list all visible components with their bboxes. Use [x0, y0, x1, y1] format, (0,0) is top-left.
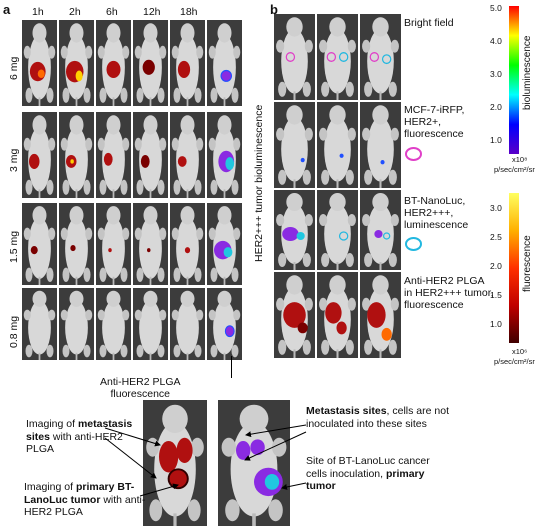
mouse-image: [22, 20, 57, 106]
mouse-image: [317, 190, 358, 270]
mouse-image: [207, 20, 242, 106]
timepoint-label: 2h: [69, 6, 81, 18]
mouse-image: [170, 203, 205, 285]
metastasis-example-image-right: [218, 400, 290, 526]
mouse-image: [96, 20, 131, 106]
mouse-image: [22, 288, 57, 360]
mouse-image: [59, 20, 94, 106]
mouse-image: [207, 203, 242, 285]
colorbar-tick-label: 1.0: [490, 319, 502, 329]
mouse-image: [59, 112, 94, 198]
mouse-image: [360, 272, 401, 358]
mouse-image: [317, 14, 358, 100]
bioluminescence-exponent: x10⁸: [512, 155, 528, 164]
mouse-image: [317, 102, 358, 188]
mouse-image: [274, 272, 315, 358]
row-label-mcf7: MCF-7-iRFP, HER2+, fluorescence: [404, 104, 465, 140]
mouse-image: [317, 272, 358, 358]
timepoint-label: 1h: [32, 6, 44, 18]
annotation-bold-text: Metastasis sites: [306, 405, 387, 417]
bioluminescence-colorbar-title: bioluminescence: [522, 35, 533, 111]
timepoint-label: 18h: [180, 6, 198, 18]
annotation-bold-text: primary BT-LanoLuc tumor: [24, 481, 135, 506]
row-label-bright-field: Bright field: [404, 17, 454, 29]
fluorescence-colorbar-title: fluorescence: [522, 235, 533, 292]
mouse-image: [22, 203, 57, 285]
row-label-anti-her2-plga: Anti-HER2 PLGA in HER2+++ tumor, fluores…: [404, 275, 494, 311]
panel-a-letter: a: [3, 2, 11, 17]
annotation-primary-imaging: Imaging of primary BT-LanoLuc tumor with…: [24, 481, 149, 519]
row-label-bt-nanoluc: BT-NanoLuc, HER2+++, luminescence: [404, 195, 469, 231]
mouse-image: [22, 112, 57, 198]
timepoint-label: 6h: [106, 6, 118, 18]
bioluminescence-unit: p/sec/cm²/sr: [494, 165, 535, 174]
annotation-metastasis-imaging: Imaging of metastasis sites with anti-HE…: [26, 418, 146, 456]
mouse-image: [274, 102, 315, 188]
bioluminescence-colorbar: [509, 6, 519, 154]
dose-label: 1.5 mg: [8, 230, 20, 263]
annotation-text: , cells are not inoculated into these si…: [306, 405, 449, 430]
colorbar-tick-label: 3.0: [490, 203, 502, 213]
colorbar-tick-label: 2.0: [490, 102, 502, 112]
dose-label: 3 mg: [8, 148, 20, 172]
panel-b-letter: b: [270, 2, 278, 17]
label-pointer-line: [231, 356, 232, 378]
mouse-image: [96, 288, 131, 360]
mouse-image: [170, 20, 205, 106]
colorbar-tick-label: 2.0: [490, 261, 502, 271]
mouse-image: [59, 288, 94, 360]
mouse-image: [207, 112, 242, 198]
mouse-image: [170, 112, 205, 198]
annotation-metastasis-sites: Metastasis sites, cells are not inoculat…: [306, 405, 456, 430]
mouse-image: [133, 288, 168, 360]
annotation-text: Site of BT-LanoLuc cancer cells inoculat…: [306, 455, 430, 480]
colorbar-tick-label: 1.5: [490, 290, 502, 300]
mouse-image: [207, 288, 242, 360]
annotation-text: with anti-HER2 PLGA: [24, 493, 146, 519]
mouse-image: [96, 203, 131, 285]
mouse-image: [360, 14, 401, 100]
mouse-image: [133, 203, 168, 285]
annotation-inoculation-site: Site of BT-LanoLuc cancer cells inoculat…: [306, 455, 441, 493]
annotation-text: Imaging of: [24, 481, 76, 493]
mouse-image: [96, 112, 131, 198]
magenta-circle-legend-icon: [405, 147, 422, 161]
mouse-image: [170, 288, 205, 360]
anti-her2-plga-fluorescence-label: Anti-HER2 PLGA fluorescence: [100, 376, 181, 400]
annotation-bold-text: metastasis sites: [26, 418, 133, 443]
fluorescence-unit: p/sec/cm²/sr: [494, 357, 535, 366]
cyan-circle-legend-icon: [405, 237, 422, 251]
mouse-image: [133, 112, 168, 198]
colorbar-tick-label: 2.5: [490, 232, 502, 242]
mouse-image: [274, 14, 315, 100]
colorbar-tick-label: 3.0: [490, 69, 502, 79]
tumor-bioluminescence-label: HER2+++ tumor bioluminescence: [253, 104, 265, 262]
colorbar-tick-label: 4.0: [490, 36, 502, 46]
mouse-image: [360, 190, 401, 270]
timepoint-label: 12h: [143, 6, 161, 18]
mouse-image: [274, 190, 315, 270]
fluorescence-colorbar: [509, 193, 519, 343]
dose-label: 6 mg: [8, 56, 20, 80]
colorbar-tick-label: 1.0: [490, 135, 502, 145]
colorbar-tick-label: 5.0: [490, 3, 502, 13]
annotation-text: Imaging of: [26, 418, 78, 430]
mouse-image: [360, 102, 401, 188]
dose-label: 0.8 mg: [8, 315, 20, 348]
mouse-image: [59, 203, 94, 285]
metastasis-example-image-left: [143, 400, 207, 526]
fluorescence-exponent: x10⁶: [512, 347, 528, 356]
annotation-bold-text: primary tumor: [306, 467, 425, 493]
mouse-image: [133, 20, 168, 106]
